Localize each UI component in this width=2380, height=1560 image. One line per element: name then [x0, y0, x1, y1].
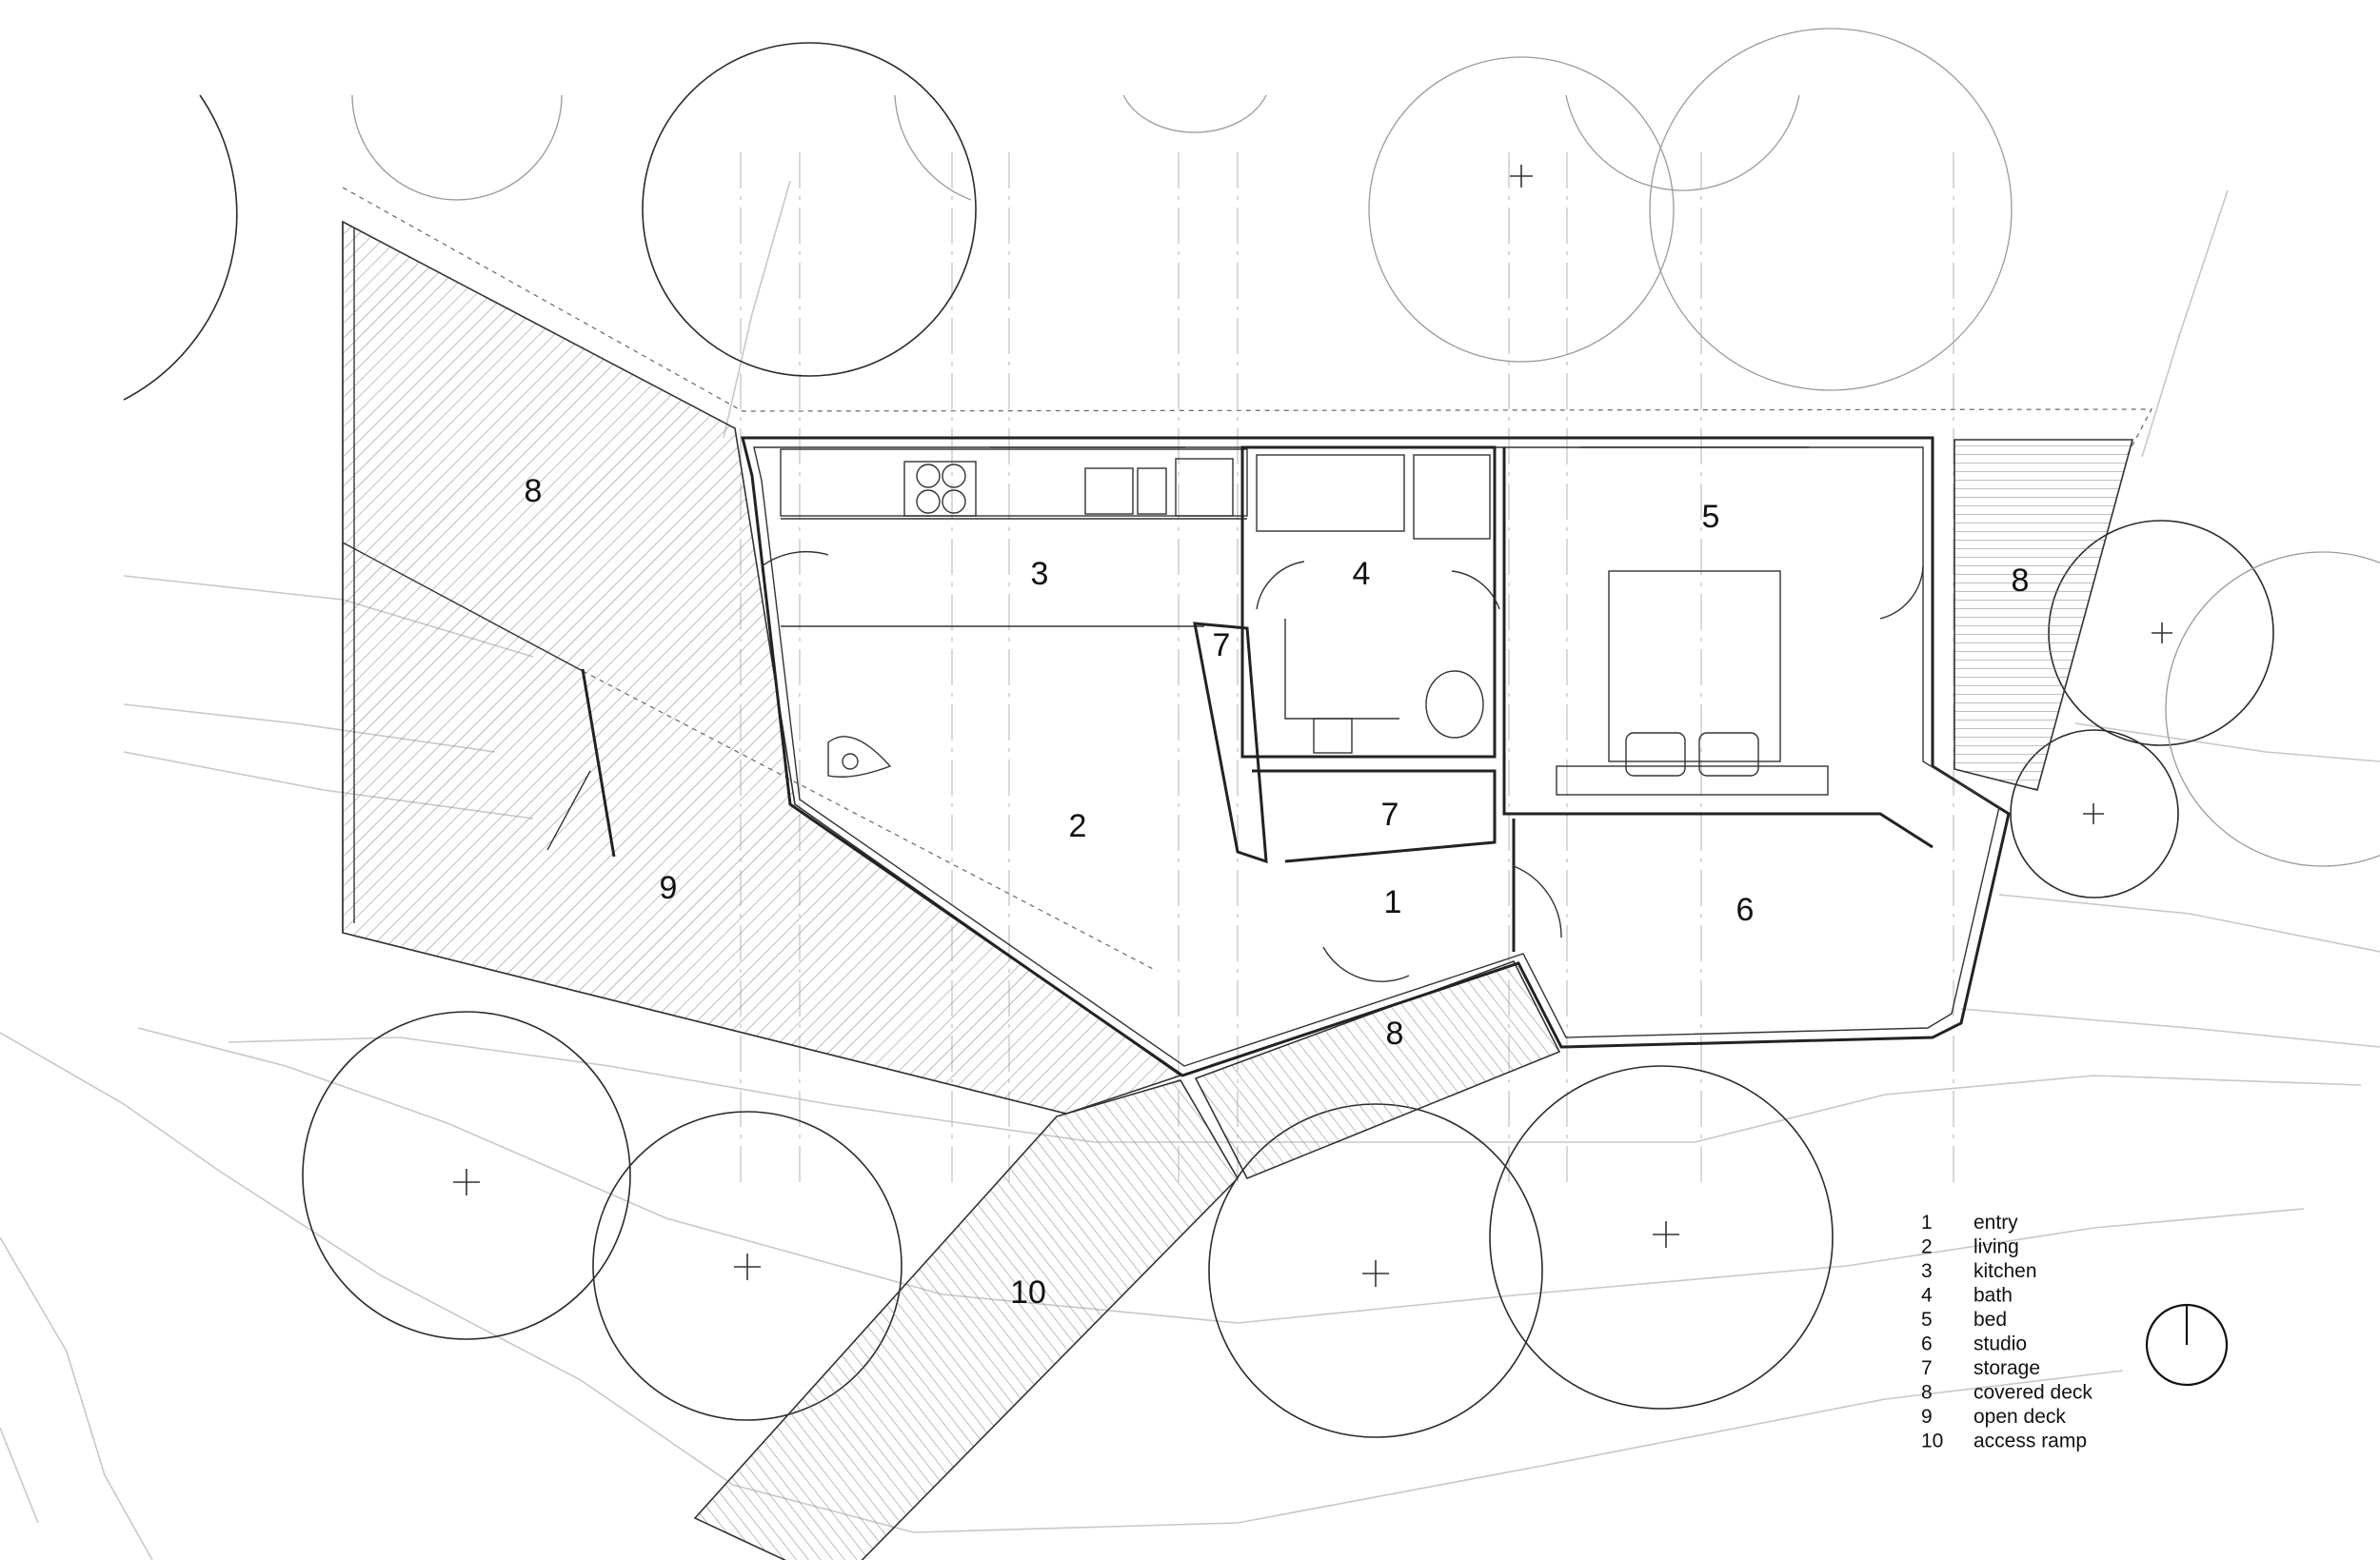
label-covered-deck-west: 8 [525, 473, 543, 509]
building-walls [741, 436, 2011, 1077]
legend-row: 9 open deck [1921, 1406, 2066, 1428]
legend-number: 2 [1921, 1236, 1933, 1258]
label-access-ramp: 10 [1010, 1274, 1046, 1311]
legend-room-name: bath [1973, 1285, 2013, 1307]
legend-row: 4 bath [1921, 1285, 2013, 1307]
legend-row: 5 bed [1921, 1309, 2007, 1331]
legend-number: 9 [1921, 1406, 1933, 1428]
legend-room-name: living [1973, 1236, 2019, 1258]
legend-number: 1 [1921, 1212, 1933, 1234]
legend-row: 7 storage [1921, 1357, 2040, 1379]
legend-row: 2 living [1921, 1236, 2019, 1258]
legend-room-name: open deck [1973, 1406, 2066, 1428]
label-bath: 4 [1353, 556, 1371, 592]
label-storage-lower: 7 [1381, 797, 1399, 833]
legend-row: 10 access ramp [1921, 1431, 2087, 1452]
room-labels: 8 3 4 5 8 7 2 7 1 6 9 8 10 [525, 473, 2030, 1311]
legend-room-name: access ramp [1973, 1431, 2087, 1452]
legend-room-name: entry [1973, 1212, 2018, 1234]
legend-number: 5 [1921, 1309, 1933, 1331]
access-ramp [693, 1079, 1239, 1560]
covered-deck-east [1954, 439, 2134, 791]
legend-row: 8 covered deck [1921, 1382, 2092, 1404]
stove-icon [827, 736, 892, 778]
north-arrow-icon [2145, 1303, 2229, 1387]
legend-number: 7 [1921, 1357, 1933, 1379]
legend-number: 4 [1921, 1285, 1933, 1307]
legend-number: 8 [1921, 1382, 1933, 1404]
label-covered-deck-south: 8 [1386, 1016, 1404, 1052]
legend-row: 1 entry [1921, 1212, 2018, 1234]
legend-row: 3 kitchen [1921, 1260, 2037, 1282]
sink-icon [1084, 467, 1167, 515]
legend-room-name: studio [1973, 1333, 2027, 1355]
legend-number: 3 [1921, 1260, 1933, 1282]
legend-room-name: kitchen [1973, 1260, 2037, 1282]
covered-deck-west [342, 220, 1182, 1115]
label-storage-upper: 7 [1213, 627, 1231, 663]
legend-room-name: storage [1973, 1357, 2040, 1379]
decks [342, 220, 2134, 1560]
legend-room-name: covered deck [1973, 1382, 2092, 1404]
legend-number: 10 [1921, 1431, 1943, 1452]
label-studio: 6 [1736, 892, 1755, 928]
legend-number: 6 [1921, 1333, 1933, 1355]
label-bed: 5 [1702, 499, 1720, 535]
legend: 1 entry 2 living 3 kitchen 4 bath 5 bed 6 studio 7 st… [1921, 1212, 2092, 1452]
label-entry: 1 [1384, 884, 1402, 920]
legend-room-name: bed [1973, 1309, 2007, 1331]
covered-deck-south [1194, 960, 1561, 1180]
legend-row: 6 studio [1921, 1333, 2027, 1355]
label-open-deck: 9 [660, 870, 678, 906]
trees [123, 28, 2380, 1438]
label-kitchen: 3 [1031, 556, 1049, 592]
label-living: 2 [1069, 808, 1087, 844]
cooktop-icon [903, 461, 977, 517]
label-covered-deck-east: 8 [2012, 563, 2030, 599]
